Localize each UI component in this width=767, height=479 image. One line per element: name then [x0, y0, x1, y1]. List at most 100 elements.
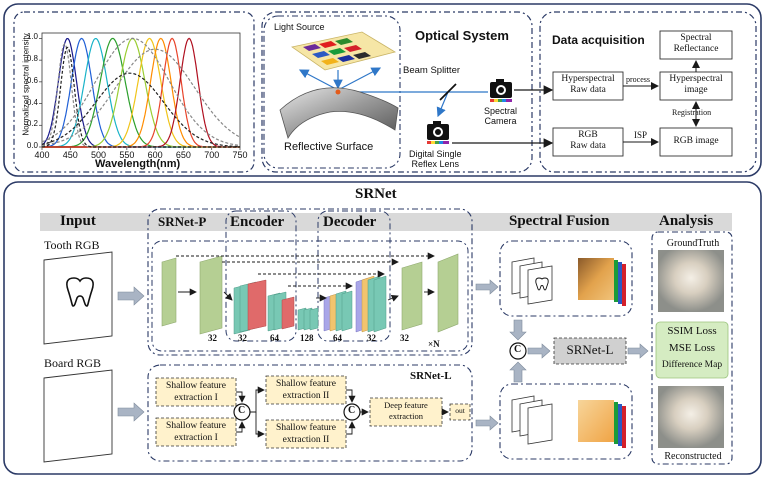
channel-label-3: 64 [270, 333, 279, 343]
ground-truth-label: GroundTruth [666, 238, 720, 249]
concat-node-fusion [509, 342, 527, 360]
srnet-l-frame [147, 364, 473, 462]
srnet-l-title: SRNet-L [410, 370, 452, 382]
box-rgb-raw [552, 127, 624, 157]
acq-spectral-reflectance: Spectral Reflectance [673, 33, 719, 54]
dslr-camera-icon [427, 121, 449, 144]
x-tick-label: 550 [119, 150, 135, 160]
reconstructed-label: Reconstructed [664, 451, 722, 462]
out-box [449, 403, 471, 421]
out-label: out [455, 406, 465, 415]
chart-frame [13, 11, 255, 173]
beam-splitter-label: Beam Splitter [403, 65, 461, 76]
x-tick-label: 500 [91, 150, 107, 160]
board-rgb-label: Board RGB [44, 356, 101, 370]
concat-label-1: C [238, 405, 246, 416]
channel-label-4: 128 [300, 333, 314, 343]
tooth-rgb-label: Tooth RGB [44, 238, 100, 252]
shallow1a-label: Shallow feature extraction I [166, 381, 226, 403]
optical-title: Optical System [415, 28, 509, 43]
light-source-label: Light Source [274, 22, 325, 32]
ground-truth-image [658, 250, 724, 312]
box-hs-raw [552, 71, 624, 101]
srnet-l-box-label: SRNet-L [566, 342, 614, 357]
header-analysis: Analysis [659, 213, 714, 229]
concat-label-2: C [348, 405, 356, 416]
x-tick-label: 650 [175, 150, 191, 160]
y-tick-label: 0.4 [26, 97, 38, 107]
acq-hs-raw: Hyperspectral Raw data [561, 74, 615, 95]
x-tick-label: 450 [62, 150, 78, 160]
shallow1b-box [155, 417, 237, 447]
chart-series-12 [41, 48, 241, 146]
chart-series-11 [41, 37, 241, 147]
loss-box [655, 321, 729, 379]
acq-rgb-raw: RGB Raw data [570, 130, 606, 151]
reflective-surface [279, 87, 399, 139]
header-encoder: Encoder [230, 214, 285, 230]
optical-frame [261, 11, 533, 173]
y-tick-label: 0.0 [26, 141, 38, 150]
analysis-frame [651, 231, 733, 465]
decoder-frame [317, 210, 391, 342]
led-grid [303, 38, 371, 65]
x-tick-label: 700 [204, 150, 220, 160]
box-spectral-reflectance [659, 30, 733, 60]
box-rgb-image [659, 127, 733, 157]
y-tick-label: 1.0 [26, 32, 38, 42]
srnet-p-frame [147, 208, 473, 356]
loss-mse: MSE Loss [668, 342, 716, 354]
spectral-chart [39, 32, 241, 150]
srnet-title: SRNet [355, 186, 397, 202]
board-rgb-image [43, 369, 113, 463]
beam-splitter-mirror [439, 83, 457, 101]
tooth-icon [66, 277, 94, 307]
chart-series-10 [41, 42, 240, 148]
header-srnet-p: SRNet-P [158, 214, 207, 229]
chart-series-13 [41, 46, 240, 148]
spectral-camera-label: Spectral Camera [484, 106, 518, 126]
deep-box [369, 397, 443, 427]
header-decoder: Decoder [323, 214, 377, 230]
header-input: Input [60, 213, 96, 229]
shallow2a-box [265, 375, 347, 405]
channel-label-2: 32 [238, 333, 247, 343]
acq-rgb-image: RGB image [673, 136, 719, 146]
channel-label-6: 32 [367, 333, 376, 343]
acq-isp: ISP [634, 130, 648, 140]
fusion-stack-bottom [511, 395, 626, 448]
tooth-rgb-image [43, 251, 113, 345]
reconstructed-image [658, 386, 724, 448]
box-hs-image [659, 71, 733, 101]
chart-series-14 [41, 72, 240, 148]
srnet-l-box [553, 337, 627, 365]
reflective-surface-label: Reflective Surface [284, 141, 374, 153]
acquisition-frame [539, 11, 757, 173]
encoder-frame [225, 210, 297, 342]
channel-label-7: 32 [400, 333, 409, 343]
chart-xlabel: Wavelength(nm) [95, 158, 181, 170]
y-tick-label: 0.8 [26, 54, 38, 64]
deep-label: Deep feature extraction [384, 400, 428, 421]
bottom-panel-frame [3, 181, 762, 475]
shallow1b-label: Shallow feature extraction I [166, 421, 226, 443]
srnet-p-layers [161, 253, 459, 335]
header-band [40, 213, 732, 231]
concat-label-fusion: C [514, 344, 522, 355]
spectral-camera-icon [490, 79, 512, 102]
x-tick-label: 400 [34, 150, 50, 160]
shallow2b-label: Shallow feature extraction II [276, 423, 336, 445]
dslr-label: Digital Single Reflex Lens [409, 149, 462, 169]
y-tick-label: 0.6 [26, 75, 38, 85]
loss-ssim: SSIM Loss [667, 325, 717, 337]
loss-diff: Difference Map [661, 360, 723, 370]
acq-hs-image: Hyperspectral image [669, 74, 723, 95]
shallow2a-label: Shallow feature extraction II [276, 379, 336, 401]
y-tick-label: 0.2 [26, 119, 38, 129]
channel-label-5: 64 [333, 333, 342, 343]
srnet-p-inner [151, 240, 469, 352]
fusion-stack-top [511, 257, 626, 306]
shallow1a-box [155, 377, 237, 407]
x-tick-label: 600 [147, 150, 163, 160]
